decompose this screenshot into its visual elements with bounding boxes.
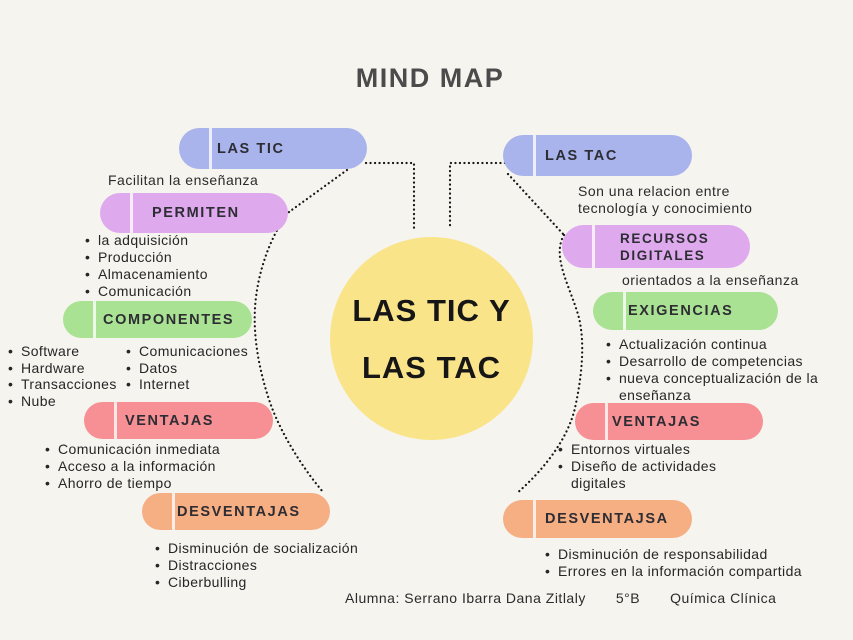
bullet-item: Internet xyxy=(126,376,261,393)
pill-recursos-digitales-label: RECURSOS DIGITALES xyxy=(620,230,709,264)
bullet-item: Acceso a la información xyxy=(45,458,280,475)
connector-las-tic-permiten xyxy=(287,168,349,214)
bullet-item: Entornos virtuales xyxy=(558,441,741,458)
pill-las-tac-label: LAS TAC xyxy=(545,147,618,164)
bullet-item: la adquisición xyxy=(85,232,275,249)
ventajas-right-bullet-list: Entornos virtuales Diseño de actividades… xyxy=(558,441,741,492)
pill-ventajas-right-label: VENTAJAS xyxy=(612,413,702,430)
pill-las-tac: LAS TAC xyxy=(503,135,692,176)
pill-desventajsa-right-label: DESVENTAJSA xyxy=(545,511,669,527)
bullet-item: Comunicación xyxy=(85,283,275,300)
pill-permiten-label: PERMITEN xyxy=(152,205,240,221)
pill-ventajas-left: VENTAJAS xyxy=(84,402,273,439)
central-topic-line2: LAS TAC xyxy=(361,349,502,385)
bullet-item: Ahorro de tiempo xyxy=(45,475,280,492)
pill-las-tic-label: LAS TIC xyxy=(217,140,285,157)
connector-las-tac-center xyxy=(448,161,507,229)
componentes-bullet-list-col1: Software Hardware Transacciones Nube xyxy=(8,343,123,409)
recursos-label-line1: RECURSOS xyxy=(620,230,710,246)
bullet-item: Disminución de socialización xyxy=(155,540,405,557)
pill-ventajas-right: VENTAJAS xyxy=(575,403,763,440)
connector-las-tic-center xyxy=(364,161,416,230)
pill-desventajas-left-label: DESVENTAJAS xyxy=(177,503,301,520)
pill-stripe xyxy=(592,225,595,268)
pill-stripe xyxy=(93,301,96,338)
bullet-item: Diseño de actividades digitales xyxy=(558,458,741,492)
recursos-label-line2: DIGITALES xyxy=(620,247,706,263)
las-tac-note-line2: tecnología y conocimiento xyxy=(578,200,753,216)
bullet-item: Comunicación inmediata xyxy=(45,441,280,458)
page-title: MIND MAP xyxy=(355,63,505,93)
footer-subject: Química Clínica xyxy=(670,590,777,606)
pill-stripe xyxy=(533,135,536,176)
pill-stripe xyxy=(114,402,117,439)
pill-permiten: PERMITEN xyxy=(100,193,288,233)
las-tic-note: Facilitan la enseñanza xyxy=(108,172,259,188)
las-tac-note: Son una relacion entre tecnología y cono… xyxy=(578,183,752,217)
desventajas-left-bullet-list: Disminución de socialización Distraccion… xyxy=(155,540,405,591)
bullet-item: nueva conceptualización de la enseñanza xyxy=(606,370,834,404)
pill-stripe xyxy=(533,500,536,538)
pill-componentes-label: COMPONENTES xyxy=(103,311,235,328)
pill-stripe xyxy=(605,403,608,440)
pill-exigencias: EXIGENCIAS xyxy=(593,292,778,330)
bullet-item: Nube xyxy=(8,393,123,410)
bullet-item: Ciberbulling xyxy=(155,574,405,591)
pill-exigencias-label: EXIGENCIAS xyxy=(628,303,734,319)
footer: Alumna: Serrano Ibarra Dana Zitlaly 5°B … xyxy=(345,590,776,606)
bullet-item: Errores en la información compartida xyxy=(545,563,835,580)
bullet-item: Distracciones xyxy=(155,557,405,574)
pill-stripe xyxy=(172,493,175,530)
bullet-item: Almacenamiento xyxy=(85,266,275,283)
recursos-note: orientados a la enseñanza xyxy=(622,272,799,288)
pill-desventajsa-right: DESVENTAJSA xyxy=(503,500,692,538)
bullet-item: Comunicaciones xyxy=(126,343,261,360)
bullet-item: Actualización continua xyxy=(606,336,834,353)
pill-desventajas-left: DESVENTAJAS xyxy=(142,493,330,530)
pill-stripe xyxy=(209,128,212,169)
ventajas-left-bullet-list: Comunicación inmediata Acceso a la infor… xyxy=(45,441,280,492)
exigencias-bullet-list: Actualización continua Desarrollo de com… xyxy=(606,336,834,404)
bullet-item: Producción xyxy=(85,249,275,266)
pill-componentes: COMPONENTES xyxy=(63,301,252,338)
las-tac-note-line1: Son una relacion entre xyxy=(578,183,730,199)
central-topic-line1: LAS TIC Y xyxy=(352,292,511,328)
bullet-item: Transacciones xyxy=(8,376,123,393)
componentes-bullet-list-col2: Comunicaciones Datos Internet xyxy=(126,343,261,393)
pill-stripe xyxy=(130,193,133,233)
bullet-item: Software xyxy=(8,343,123,360)
bullet-item: Desarrollo de competencias xyxy=(606,353,834,370)
pill-stripe xyxy=(623,292,626,330)
permiten-bullet-list: la adquisición Producción Almacenamiento… xyxy=(85,232,275,300)
pill-las-tic: LAS TIC xyxy=(179,128,367,169)
bullet-item: Hardware xyxy=(8,360,123,377)
footer-student-name: Alumna: Serrano Ibarra Dana Zitlaly xyxy=(345,590,586,606)
bullet-item: Datos xyxy=(126,360,261,377)
desventajsa-right-bullet-list: Disminución de responsabilidad Errores e… xyxy=(545,546,835,580)
pill-ventajas-left-label: VENTAJAS xyxy=(125,412,215,429)
footer-grade: 5°B xyxy=(615,590,641,606)
central-topic: LAS TIC Y LAS TAC xyxy=(330,237,533,440)
pill-recursos-digitales: RECURSOS DIGITALES xyxy=(562,225,750,268)
bullet-item: Disminución de responsabilidad xyxy=(545,546,835,563)
connector-las-tac-recursos xyxy=(506,172,566,237)
